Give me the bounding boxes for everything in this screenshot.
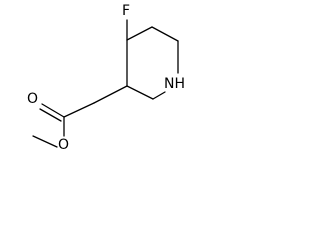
fluorine-label: F — [122, 3, 130, 19]
bond-carbonyl-double-1 — [41, 103, 65, 118]
bond-ester-oxygen-methyl — [32, 135, 58, 148]
chemical-structure-diagram: F NH O O — [27, 3, 185, 153]
bond-c4-c5 — [126, 26, 153, 41]
carbonyl-oxygen-label: O — [27, 91, 38, 107]
acetate-side-chain — [32, 85, 128, 148]
bond-c3-ch2 — [93, 85, 128, 104]
bond-ch2-carbonyl-carbon — [63, 102, 95, 118]
ring-nitrogen-label: NH — [164, 76, 185, 92]
piperidine-ring — [126, 26, 179, 100]
bond-carbonyl-double-2 — [39, 108, 62, 122]
bond-n1-c2 — [152, 91, 166, 100]
bond-c5-c6 — [151, 26, 179, 42]
ester-oxygen-label: O — [58, 137, 69, 153]
bond-c2-c3 — [126, 85, 154, 100]
